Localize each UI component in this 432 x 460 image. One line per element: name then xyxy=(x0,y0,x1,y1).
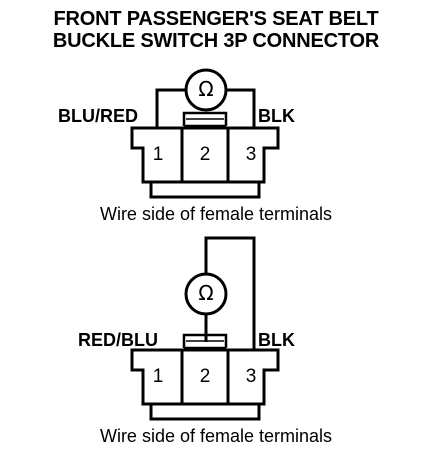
lower-caption: Wire side of female terminals xyxy=(99,426,333,446)
lower-pin-1: 1 xyxy=(152,366,164,387)
upper-connector xyxy=(130,111,280,199)
lower-pin-2: 2 xyxy=(199,366,211,387)
upper-pin-3: 3 xyxy=(245,144,257,165)
lower-connector xyxy=(130,333,280,421)
lower-ohm-symbol: Ω xyxy=(198,281,214,305)
upper-right-wire-label: BLK xyxy=(258,106,295,126)
lower-left-wire-label: RED/BLU xyxy=(78,330,158,350)
lower-ohmmeter-icon xyxy=(184,272,228,316)
lower-pin-3: 3 xyxy=(245,366,257,387)
upper-ohm-symbol: Ω xyxy=(198,77,214,101)
upper-pin-2: 2 xyxy=(199,144,211,165)
upper-ohmmeter-icon xyxy=(184,68,228,112)
upper-caption: Wire side of female terminals xyxy=(99,204,333,224)
diagram-title-line-1: FRONT PASSENGER'S SEAT BELT xyxy=(53,8,379,30)
diagram-title-line-2: BUCKLE SWITCH 3P CONNECTOR xyxy=(52,30,380,52)
lower-meter-leads xyxy=(204,236,256,356)
lower-right-wire-label: BLK xyxy=(258,330,295,350)
upper-left-wire-label: BLU/RED xyxy=(58,106,138,126)
upper-pin-1: 1 xyxy=(152,144,164,165)
